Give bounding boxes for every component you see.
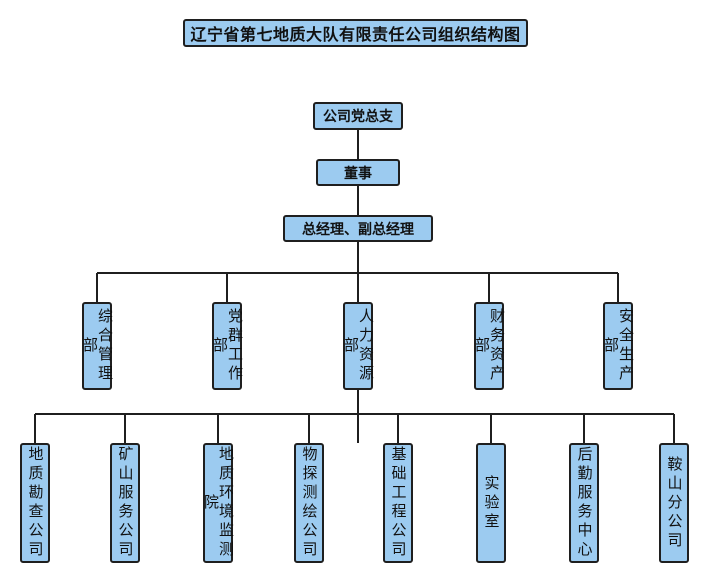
dept-finance-assets: 财务资产部 (473, 302, 506, 390)
unit-geological-exploration: 地质勘查公司 (20, 443, 50, 563)
dept-party-affairs: 党群工作部 (211, 302, 244, 390)
dept-safety-production: 安全生产部 (602, 302, 635, 390)
dept-general-management: 综合管理部 (81, 302, 114, 390)
unit-logistics-center: 后勤服务中心 (569, 443, 599, 563)
unit-mine-services: 矿山服务公司 (110, 443, 140, 563)
chart-title: 辽宁省第七地质大队有限责任公司组织结构图 (183, 19, 528, 47)
unit-foundation-engineering: 基础工程公司 (383, 443, 413, 563)
unit-environment-monitoring: 地质环境监测院 (202, 443, 235, 563)
node-general-manager: 总经理、副总经理 (283, 215, 433, 242)
node-party-branch: 公司党总支 (313, 102, 403, 130)
unit-anshan-branch: 鞍山分公司 (659, 443, 689, 563)
unit-geophysics-surveying: 物探测绘公司 (294, 443, 324, 563)
unit-laboratory: 实验室 (476, 443, 506, 563)
dept-human-resources: 人力资源部 (342, 302, 375, 390)
node-board: 董事 (316, 159, 400, 186)
